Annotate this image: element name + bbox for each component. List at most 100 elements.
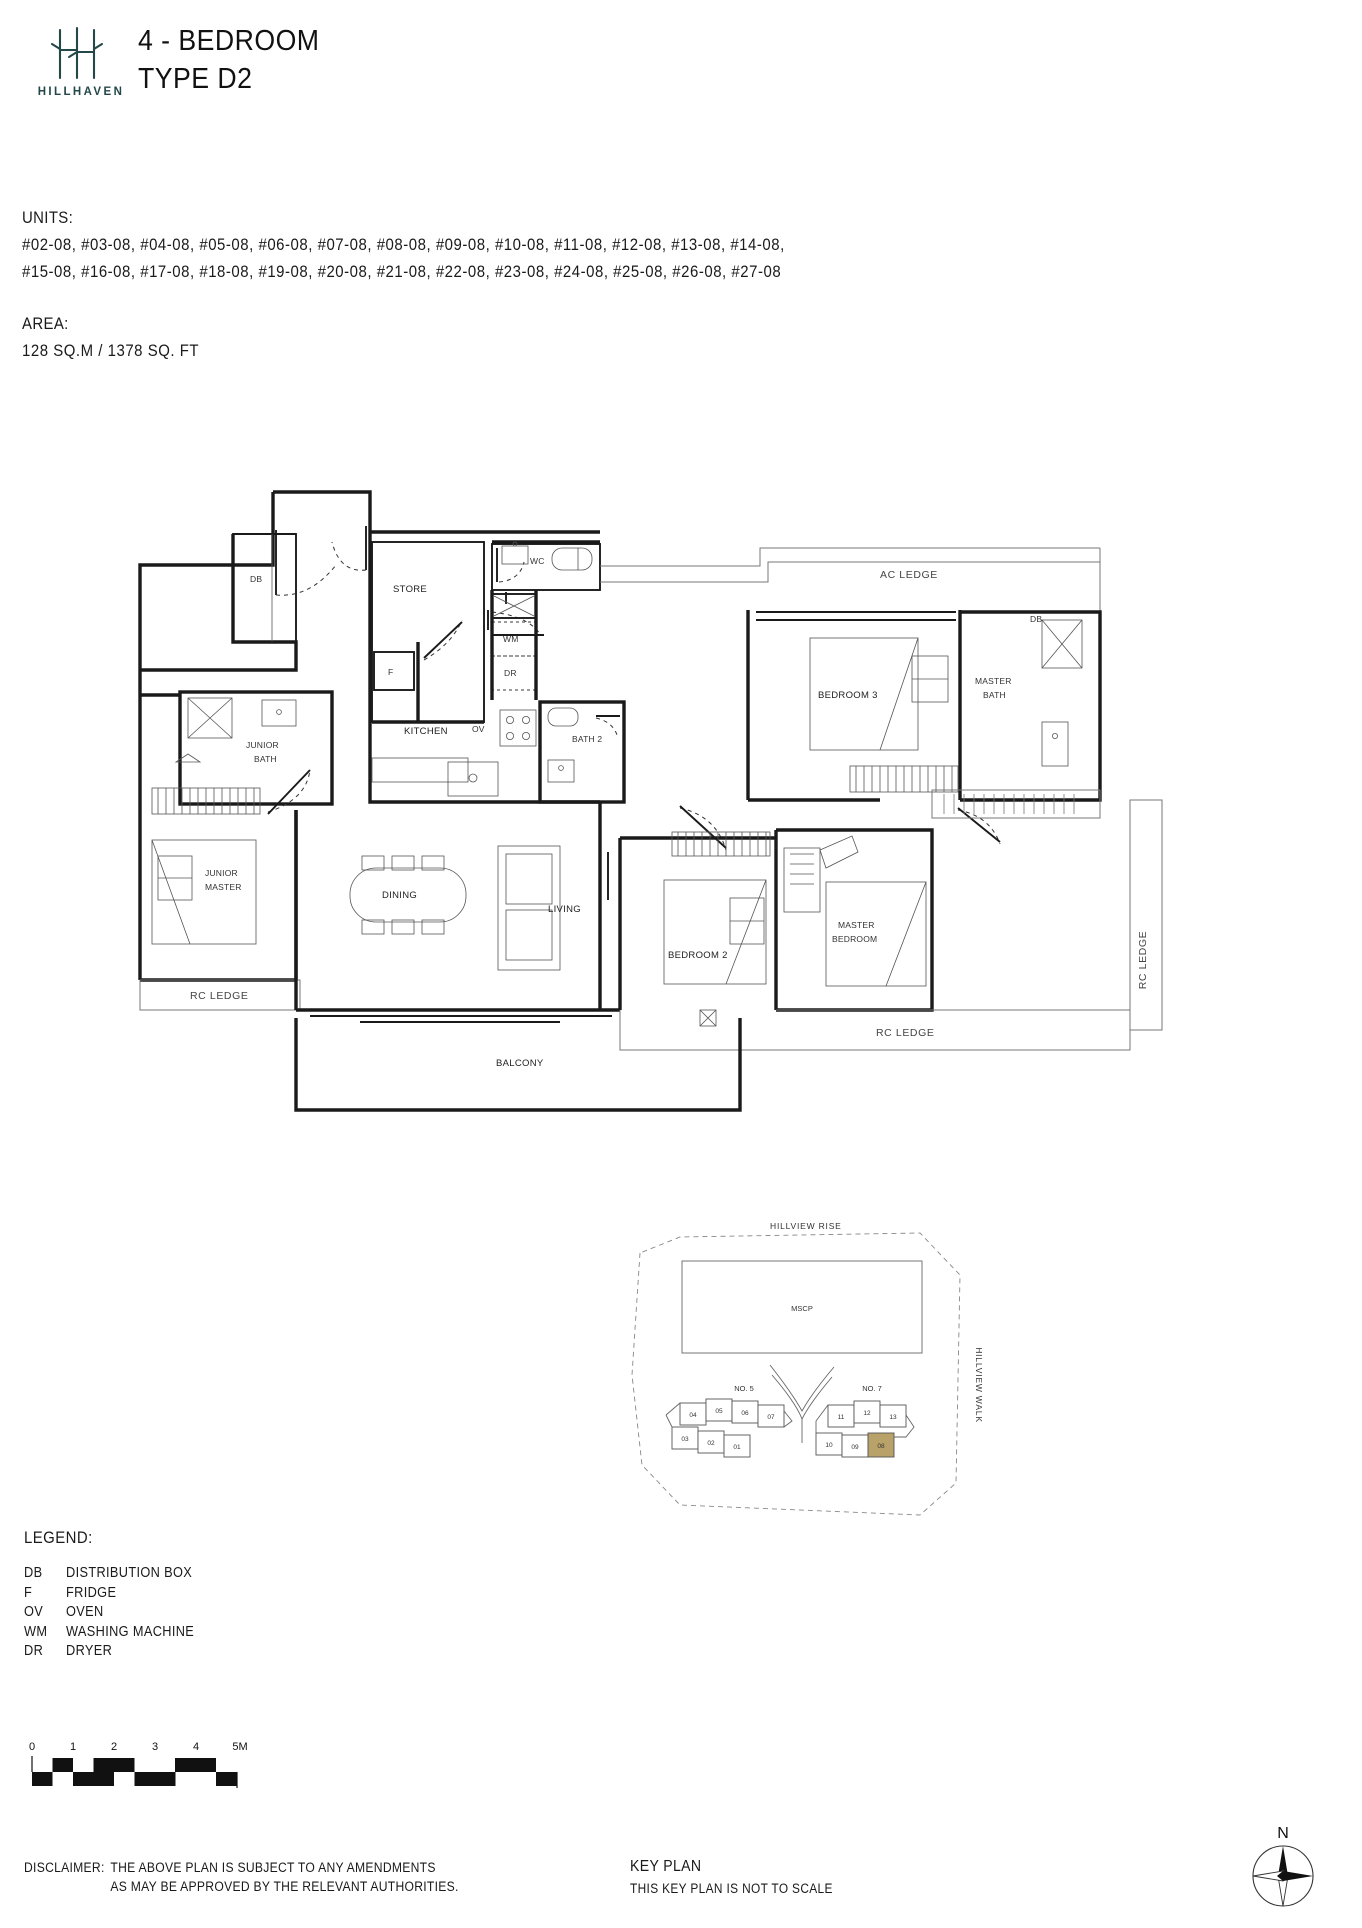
label-junior-master-2: MASTER [205, 882, 242, 892]
label-block-7: NO. 7 [862, 1384, 882, 1393]
key-plan-subtitle: THIS KEY PLAN IS NOT TO SCALE [630, 1881, 833, 1896]
keyplan-unit-label-highlighted: 08 [877, 1443, 885, 1450]
site-boundary [631, 1232, 961, 1516]
street-hillview-rise: HILLVIEW RISE [770, 1221, 842, 1231]
floor-plan: .w { fill:none; stroke:#1a1a1a; stroke-w… [0, 470, 1362, 1150]
label-oven: OV [472, 724, 485, 734]
area-label: AREA: [22, 314, 69, 333]
rc-ledge-vertical: RC LEDGE [1129, 799, 1163, 1031]
legend-item: F FRIDGE [24, 1584, 212, 1604]
legend-abbr: OV [24, 1604, 44, 1620]
label-dining: DINING [382, 890, 417, 901]
key-plan-title: KEY PLAN [630, 1858, 702, 1875]
units-row-2: #15-08, #16-08, #17-08, #18-08, #19-08, … [22, 262, 782, 281]
legend-desc: DISTRIBUTION BOX [66, 1565, 193, 1581]
kitchen-area: F OV KITCHEN [368, 619, 600, 804]
block-no-5: NO. 5 04 05 06 07 03 02 01 [665, 1384, 793, 1458]
label-balcony: BALCONY [496, 1058, 544, 1069]
label-master-bedroom-2: BEDROOM [832, 934, 877, 944]
legend-abbr: DB [24, 1565, 43, 1581]
entry-foyer-walls: DB [138, 490, 372, 790]
area-block: AREA: 128 SQ.M / 1378 SQ. FT [22, 311, 889, 364]
label-wm: WM [503, 634, 519, 644]
label-bath-2: BATH 2 [572, 734, 602, 744]
key-plan-graphic: .kpline { fill:none; stroke:#666; stroke… [631, 1221, 984, 1516]
junior-bath-room: JUNIOR BATH [140, 690, 334, 815]
legend-desc: FRIDGE [66, 1584, 117, 1601]
label-store: STORE [393, 584, 427, 595]
disclaimer-spacer [24, 1877, 110, 1896]
label-junior-bath-2: BATH [254, 754, 277, 764]
keyplan-unit-label: 05 [715, 1408, 723, 1415]
label-mscp: MSCP [791, 1304, 813, 1313]
label-wc: WC [530, 556, 545, 566]
label-block-5: NO. 5 [734, 1384, 754, 1393]
key-plan-caption: KEY PLAN THIS KEY PLAN IS NOT TO SCALE [630, 1856, 860, 1900]
label-master-bath-door: DB [1030, 614, 1042, 624]
legend-abbr: F [24, 1584, 33, 1601]
label-master-bath-2: BATH [983, 690, 1006, 700]
disclaimer-line-2: AS MAY BE APPROVED BY THE RELEVANT AUTHO… [24, 1877, 459, 1896]
living-dining-area: DINING LIVING [294, 802, 620, 1012]
disclaimer-text-1: THE ABOVE PLAN IS SUBJECT TO ANY AMENDME… [110, 1860, 436, 1875]
keyplan-unit-label: 02 [707, 1440, 715, 1447]
keyplan-unit-label: 13 [889, 1414, 897, 1421]
rc-ledge-lower-right: RC LEDGE [619, 1009, 1131, 1051]
area-value: 128 SQ.M / 1378 SQ. FT [22, 341, 200, 360]
label-living: LIVING [548, 904, 581, 915]
label-bedroom-3: BEDROOM 3 [818, 690, 878, 701]
keyplan-unit-07 [757, 1404, 785, 1428]
keyplan-unit-label: 04 [689, 1412, 697, 1419]
bedroom-3-room: BEDROOM 3 [679, 610, 962, 851]
keyplan-unit-01 [723, 1434, 751, 1458]
compass-icon: N [1252, 1825, 1314, 1907]
master-bedroom-room: MASTER BEDROOM [776, 828, 934, 1012]
page-header: HILLHAVEN 4 - BEDROOM TYPE D2 [0, 0, 1362, 140]
label-db: DB [250, 574, 262, 584]
scale-bar: 0 1 2 3 4 5M [24, 1738, 264, 1800]
scale-tick-3: 3 [152, 1741, 158, 1753]
label-ac-ledge: AC LEDGE [880, 569, 938, 581]
units-row-1: #02-08, #03-08, #04-08, #05-08, #06-08, … [22, 235, 785, 254]
label-bedroom-2: BEDROOM 2 [668, 950, 728, 961]
bath-2-room: BATH 2 [538, 700, 626, 804]
scale-tick-2: 2 [111, 1741, 117, 1753]
legend-item: DB DISTRIBUTION BOX [24, 1564, 212, 1584]
bedroom-2-room: BEDROOM 2 [618, 830, 778, 1010]
brand-logo: HILLHAVEN [30, 22, 132, 110]
keyplan-unit-label: 06 [741, 1410, 749, 1417]
label-kitchen: KITCHEN [404, 726, 448, 737]
legend-item: WM WASHING MACHINE [24, 1623, 212, 1643]
unit-metadata: UNITS: #02-08, #03-08, #04-08, #05-08, #… [22, 205, 889, 364]
disclaimer-text-2: AS MAY BE APPROVED BY THE RELEVANT AUTHO… [110, 1879, 459, 1894]
disclaimer-key: DISCLAIMER: [24, 1860, 105, 1875]
units-label: UNITS: [22, 208, 74, 227]
keyplan-unit-label: 12 [863, 1410, 871, 1417]
title-line-2: TYPE D2 [138, 63, 253, 95]
north-compass: N [1235, 1820, 1331, 1916]
mscp-building [681, 1260, 923, 1354]
brand-wordmark: HILLHAVEN [37, 86, 125, 98]
keyplan-unit-13 [879, 1404, 907, 1428]
label-rc-ledge-left: RC LEDGE [190, 990, 248, 1002]
rc-ledge-upper-right [931, 789, 1101, 819]
label-junior-bath-1: JUNIOR [246, 740, 279, 750]
ac-ledge: AC LEDGE [600, 547, 1101, 630]
label-fridge: F [388, 667, 393, 677]
keyplan-unit-label: 01 [733, 1444, 741, 1451]
scale-tick-1: 1 [70, 1741, 76, 1753]
page-title: 4 - BEDROOM TYPE D2 [138, 22, 335, 98]
utility-stack: WM DR [490, 590, 538, 700]
scale-tick-4: 4 [193, 1741, 199, 1753]
keyplan-unit-label: 07 [767, 1414, 775, 1421]
keyplan-unit-08-highlighted [867, 1432, 895, 1458]
balcony-area: BALCONY [294, 1009, 742, 1112]
legend-desc: OVEN [66, 1604, 104, 1620]
scale-tick-0: 0 [29, 1741, 35, 1753]
keyplan-unit-label: 09 [851, 1444, 859, 1451]
legend-item: DR DRYER [24, 1642, 212, 1662]
title-line-1: 4 - BEDROOM [138, 25, 320, 57]
legend-desc: WASHING MACHINE [66, 1623, 195, 1640]
wc-room: WC [491, 540, 601, 604]
key-plan: .kpline { fill:none; stroke:#666; stroke… [620, 1215, 1040, 1545]
